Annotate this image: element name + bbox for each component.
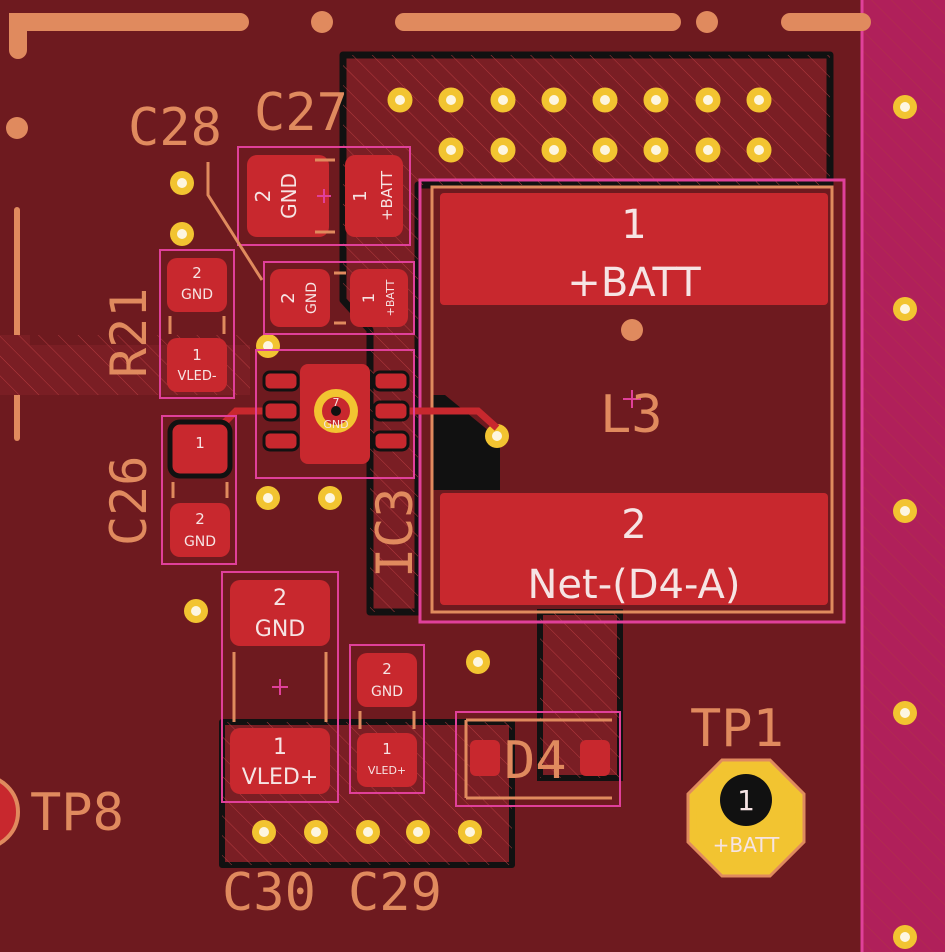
tp1-pad-net: +BATT: [713, 833, 780, 857]
c30-pad-1[interactable]: [230, 728, 330, 794]
l3-pad1-net: +BATT: [567, 260, 701, 306]
ic3-center-number: 7: [333, 396, 340, 409]
c26-pad2-net: GND: [184, 534, 216, 550]
c27-courtyard: [237, 146, 411, 246]
r21-courtyard: [159, 249, 235, 399]
c27-pad2-number: 2: [251, 190, 275, 203]
l3-pad-1[interactable]: [440, 193, 828, 305]
l3-pad-2[interactable]: [440, 493, 828, 605]
ic3-pin-left-3[interactable]: [262, 430, 300, 452]
ic3-pin-right-2[interactable]: [372, 400, 410, 422]
l3-pad2-net: Net-(D4-A): [527, 562, 740, 608]
refdes-c29: C29: [348, 863, 442, 923]
ic3-pin-left-2[interactable]: [262, 400, 300, 422]
c29-pad1-number: 1: [382, 740, 392, 758]
ic3-pin-right-1[interactable]: [372, 370, 410, 392]
c26-pad-2[interactable]: [170, 503, 230, 557]
testpoint-tp8[interactable]: [0, 776, 20, 848]
refdes-c26: C26: [100, 456, 158, 546]
c30-pad2-net: GND: [255, 617, 305, 642]
refdes-c28: C28: [128, 98, 222, 158]
c30-courtyard: [221, 571, 339, 803]
refdes-d4: D4: [504, 731, 567, 791]
c30-pad-2[interactable]: [230, 580, 330, 646]
c28-pad-2[interactable]: [270, 269, 330, 327]
c26-pad-1[interactable]: [167, 419, 233, 479]
r21-pad-1[interactable]: [167, 338, 227, 392]
c29-courtyard: [349, 644, 425, 794]
c26-courtyard: [161, 415, 237, 565]
r21-pad2-net: GND: [181, 287, 213, 303]
refdes-c30: C30: [222, 863, 316, 923]
c29-pad-1[interactable]: [357, 733, 417, 787]
refdes-tp8: TP8: [30, 783, 124, 843]
l3-courtyard: [418, 178, 846, 624]
c26-pad2-number: 2: [195, 510, 205, 528]
c27-pad1-number: 1: [350, 190, 371, 201]
ic3-center-net: GND: [323, 418, 348, 431]
c30-pad1-number: 1: [273, 735, 287, 760]
c28-pad2-net: GND: [304, 282, 320, 314]
vias-top-grid-center: [395, 95, 764, 155]
ic3-pin-right-3[interactable]: [372, 430, 410, 452]
capacitor-c29[interactable]: 2 GND 1 VLED+: [349, 644, 425, 794]
testpoint-tp1[interactable]: 1 +BATT: [686, 758, 806, 878]
l3-pad1-number: 1: [621, 202, 646, 248]
capacitor-c28[interactable]: 2 GND 1 +BATT: [263, 261, 415, 335]
r21-pad2-number: 2: [192, 264, 202, 282]
vias-misc: [170, 95, 917, 949]
trace-ic3-to-l3: [384, 407, 500, 431]
c30-pad1-net: VLED+: [242, 765, 319, 790]
c28-pad2-number: 2: [278, 292, 299, 303]
capacitor-c26[interactable]: 1 2 GND: [161, 415, 237, 565]
c29-pad2-number: 2: [382, 660, 392, 678]
refdes-l3: L3: [600, 385, 663, 445]
refdes-r21: R21: [100, 288, 158, 378]
c28-pad-1[interactable]: [350, 269, 408, 327]
l3-pad2-number: 2: [621, 502, 646, 548]
ic3-pin-left-1[interactable]: [262, 370, 300, 392]
tp1-pad-number: 1: [737, 784, 755, 817]
inductor-l3[interactable]: 1 +BATT 2 Net-(D4-A): [418, 178, 846, 624]
c28-pad1-number: 1: [359, 293, 378, 303]
c29-pad-2[interactable]: [357, 653, 417, 707]
d4-courtyard: [455, 711, 621, 807]
refdes-ic3: IC3: [366, 488, 424, 578]
c30-pad2-number: 2: [273, 586, 287, 611]
c26-pad1-number: 1: [195, 434, 205, 452]
c29-pad1-net: VLED+: [368, 764, 406, 777]
top-silkscreen-bars: [6, 11, 871, 441]
d4-pad-cathode[interactable]: [470, 740, 500, 776]
r21-pad1-net: VLED-: [177, 369, 216, 384]
c28-pad1-net: +BATT: [384, 279, 397, 316]
silkscreen-labels: C28 C27 R21 C26 L3 IC3 D4 TP1 TP8 C30 C2…: [30, 83, 784, 923]
c28-leader: [206, 162, 264, 281]
capacitor-c27[interactable]: 2 GND 1 +BATT: [237, 146, 411, 246]
resistor-r21[interactable]: 2 GND 1 VLED-: [159, 249, 235, 399]
c27-pad-1[interactable]: [345, 155, 403, 237]
diode-d4[interactable]: [455, 711, 621, 807]
c28-courtyard: [263, 261, 415, 335]
c27-pad1-net: +BATT: [378, 170, 396, 221]
c29-pad2-net: GND: [371, 684, 403, 700]
r21-pad1-number: 1: [192, 346, 202, 364]
c27-pad-2[interactable]: [247, 155, 329, 237]
l3-origin-marker: [621, 319, 643, 341]
ic3-courtyard: [255, 349, 415, 479]
ic-ic3[interactable]: 7 GND: [255, 349, 415, 479]
d4-pad-anode[interactable]: [580, 740, 610, 776]
capacitor-c30[interactable]: 2 GND 1 VLED+: [221, 571, 339, 803]
r21-pad-2[interactable]: [167, 258, 227, 312]
refdes-c27: C27: [254, 83, 348, 143]
c27-pad2-net: GND: [277, 173, 301, 219]
refdes-tp1: TP1: [690, 699, 784, 759]
